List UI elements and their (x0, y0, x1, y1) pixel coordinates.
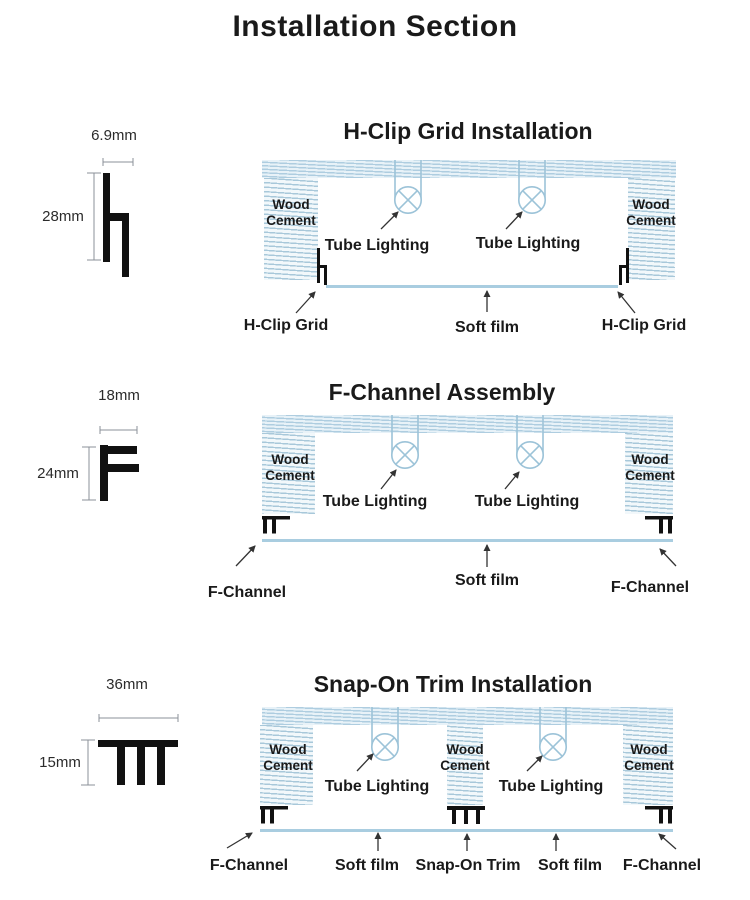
ceiling-band (262, 160, 676, 178)
wood-cement-column (260, 725, 313, 805)
soft-film-label: Soft film (455, 319, 519, 336)
wood-cement-label: Wood Cement (263, 742, 313, 773)
tube-light-icon (371, 707, 399, 761)
soft-film-label: Soft film (538, 857, 602, 874)
h-clip-icon (619, 248, 629, 285)
tube-light-icon (516, 415, 544, 469)
dimension-label-width: 6.9mm (91, 127, 137, 144)
f-channel-label: F-Channel (209, 857, 289, 874)
f-channel-label: F-Channel (610, 579, 690, 596)
tube-lighting-label: Tube Lighting (322, 493, 428, 510)
tube-light-icon (391, 415, 419, 469)
tube-light-icon (394, 160, 422, 214)
wood-cement-label: Wood Cement (626, 197, 676, 228)
page-title: Installation Section (232, 10, 518, 43)
tube-lighting-label: Tube Lighting (324, 778, 430, 795)
wood-cement-column (625, 433, 673, 514)
dimension-label-height: 24mm (37, 465, 79, 482)
wood-cement-label: Wood Cement (625, 452, 675, 483)
f-channel-clip-icon (645, 806, 673, 824)
wood-cement-column (262, 433, 315, 514)
dimension-label-height: 28mm (42, 208, 84, 225)
h-clip-grid-label: H-Clip Grid (243, 317, 329, 334)
soft-film-line (326, 285, 618, 288)
wood-cement-label: Wood Cement (440, 742, 490, 773)
tube-lighting-label: Tube Lighting (474, 493, 580, 510)
ceiling-band (262, 707, 673, 725)
section-title-f-channel: F-Channel Assembly (328, 379, 556, 405)
tube-light-icon (539, 707, 567, 761)
h-clip-grid-label: H-Clip Grid (601, 317, 687, 334)
h-clip-profile-drawing (103, 173, 129, 277)
tube-lighting-label: Tube Lighting (324, 237, 430, 254)
dimension-label-width: 36mm (106, 676, 148, 693)
snap-on-trim-clip-icon (447, 806, 485, 824)
soft-film-label: Soft film (455, 572, 519, 589)
tube-light-icon (518, 160, 546, 214)
dimension-label-width: 18mm (98, 387, 140, 404)
snap-on-trim-profile-drawing (98, 740, 178, 785)
wood-cement-label: Wood Cement (266, 197, 316, 228)
h-clip-icon (317, 248, 327, 285)
f-channel-clip-icon (262, 516, 290, 534)
wood-cement-label: Wood Cement (265, 452, 315, 483)
wood-cement-column (623, 725, 673, 805)
soft-film-line (260, 829, 673, 832)
tube-lighting-label: Tube Lighting (475, 235, 581, 252)
f-channel-clip-icon (260, 806, 288, 824)
wood-cement-column (447, 725, 483, 805)
f-channel-profile-drawing (100, 445, 139, 501)
snap-on-trim-label: Snap-On Trim (415, 857, 521, 874)
wood-cement-label: Wood Cement (624, 742, 674, 773)
soft-film-line (262, 539, 673, 542)
wood-cement-column (264, 178, 318, 280)
f-channel-label: F-Channel (207, 584, 287, 601)
wood-cement-column (628, 178, 675, 280)
section-title-snap-on-trim: Snap-On Trim Installation (313, 671, 593, 697)
f-channel-clip-icon (645, 516, 673, 534)
ceiling-band (262, 415, 673, 433)
section-title-h-clip: H-Clip Grid Installation (343, 118, 593, 144)
tube-lighting-label: Tube Lighting (498, 778, 604, 795)
dimension-label-height: 15mm (39, 754, 81, 771)
f-channel-label: F-Channel (622, 857, 702, 874)
soft-film-label: Soft film (335, 857, 399, 874)
